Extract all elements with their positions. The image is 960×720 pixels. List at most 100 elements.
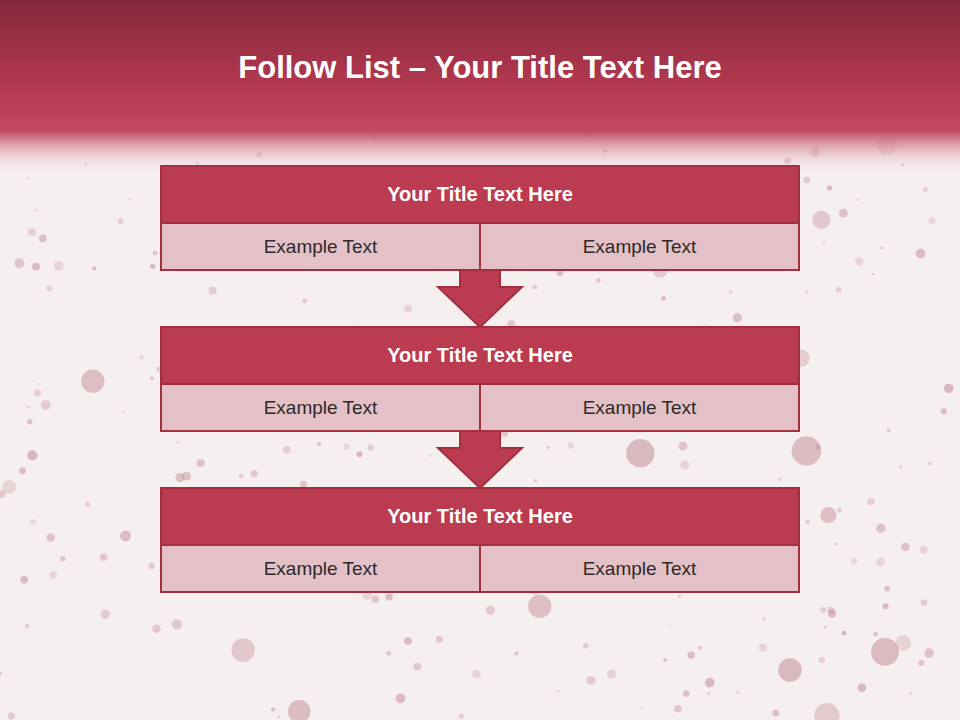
splatter-drop <box>81 370 104 393</box>
splatter-drop <box>924 648 934 658</box>
splatter-drop <box>772 710 779 717</box>
splatter-drop <box>876 558 885 567</box>
splatter-drop <box>683 690 690 697</box>
splatter-drop <box>918 660 924 666</box>
splatter-drop <box>196 459 204 467</box>
splatter-drop <box>2 480 16 494</box>
splatter-drop <box>882 603 888 609</box>
splatter-drop <box>687 651 694 658</box>
splatter-drop <box>805 290 808 293</box>
splatter-drop <box>20 576 28 584</box>
example-cell: Example Text <box>479 383 798 430</box>
splatter-drop <box>386 651 391 656</box>
splatter-drop <box>27 419 32 424</box>
splatter-drop <box>231 638 255 662</box>
splatter-drop <box>54 261 64 271</box>
splatter-drop <box>209 287 217 295</box>
splatter-drop <box>0 671 2 675</box>
splatter-drop <box>486 606 495 615</box>
splatter-drop <box>46 533 54 541</box>
cell-row: Example TextExample Text <box>162 383 798 430</box>
splatter-drop <box>515 651 519 655</box>
splatter-drop <box>705 678 715 688</box>
splatter-drop <box>41 400 51 410</box>
splatter-drop <box>404 305 412 313</box>
splatter-drop <box>836 287 841 292</box>
splatter-drop <box>368 444 374 450</box>
splatter-drop <box>876 523 886 533</box>
splatter-drop <box>27 406 30 409</box>
splatter-drop <box>822 241 825 244</box>
splatter-drop <box>19 467 26 474</box>
splatter-drop <box>759 643 768 652</box>
splatter-drop <box>27 450 37 460</box>
down-arrow <box>438 431 522 488</box>
splatter-drop <box>129 198 131 200</box>
down-arrow <box>438 270 522 327</box>
splatter-drop <box>909 692 912 695</box>
example-cell: Example Text <box>479 544 798 591</box>
list-band: Your Title Text HereExample TextExample … <box>160 326 800 432</box>
list-band: Your Title Text HereExample Text Example … <box>160 487 800 593</box>
band-heading: Your Title Text Here <box>162 328 798 383</box>
splatter-drop <box>583 643 589 649</box>
splatter-drop <box>28 228 36 236</box>
slide-title: Follow List – Your Title Text Here <box>0 50 960 86</box>
splatter-drop <box>916 249 926 259</box>
splatter-drop <box>803 177 810 184</box>
splatter-drop <box>39 235 47 243</box>
splatter-drop <box>32 263 40 271</box>
splatter-drop <box>459 714 464 719</box>
splatter-drop <box>413 663 421 671</box>
splatter-drop <box>177 442 179 444</box>
splatter-drop <box>880 246 883 249</box>
cell-text: Example Text <box>264 558 378 580</box>
splatter-drop <box>858 683 867 692</box>
splatter-drop <box>532 285 537 290</box>
splatter-drop <box>283 446 291 454</box>
splatter-drop <box>851 558 857 564</box>
splatter-drop <box>674 705 681 712</box>
splatter-drop <box>586 676 595 685</box>
splatter-drop <box>678 595 681 598</box>
example-cell: Example Text <box>479 222 798 269</box>
splatter-drop <box>698 646 702 650</box>
splatter-drop <box>679 442 688 451</box>
cell-text: Example Text <box>583 558 697 580</box>
list-band: Your Title Text HereExample TextExample … <box>160 165 800 271</box>
splatter-drop <box>547 446 550 449</box>
cell-row: Example TextExample Text <box>162 222 798 269</box>
splatter-drop <box>356 451 362 457</box>
splatter-drop <box>778 658 802 682</box>
band-heading: Your Title Text Here <box>162 489 798 544</box>
example-cell: Example Text <box>162 222 479 269</box>
splatter-drop <box>472 670 481 679</box>
splatter-drop <box>607 669 616 678</box>
splatter-drop <box>34 390 41 397</box>
splatter-drop <box>139 355 143 359</box>
splatter-drop <box>921 599 928 606</box>
band-heading: Your Title Text Here <box>162 167 798 222</box>
splatter-drop <box>941 408 947 414</box>
example-cell: Example Text <box>162 544 479 591</box>
splatter-drop <box>37 383 39 385</box>
splatter-drop <box>812 211 830 229</box>
splatter-drop <box>820 507 836 523</box>
splatter-drop <box>736 691 739 694</box>
splatter-drop <box>278 716 281 719</box>
splatter-drop <box>895 635 911 651</box>
splatter-drop <box>596 278 601 283</box>
splatter-drop <box>271 707 275 711</box>
splatter-drop <box>928 217 935 224</box>
splatter-drop <box>25 624 29 628</box>
splatter-drop <box>819 657 825 663</box>
splatter-drop <box>873 632 878 637</box>
splatter-drop <box>680 460 689 469</box>
splatter-drop <box>827 185 832 190</box>
splatter-drop <box>814 703 839 720</box>
splatter-drop <box>835 543 838 546</box>
splatter-drop <box>839 209 848 218</box>
splatter-drop <box>153 251 158 256</box>
splatter-drop <box>120 530 131 541</box>
splatter-drop <box>302 299 307 304</box>
